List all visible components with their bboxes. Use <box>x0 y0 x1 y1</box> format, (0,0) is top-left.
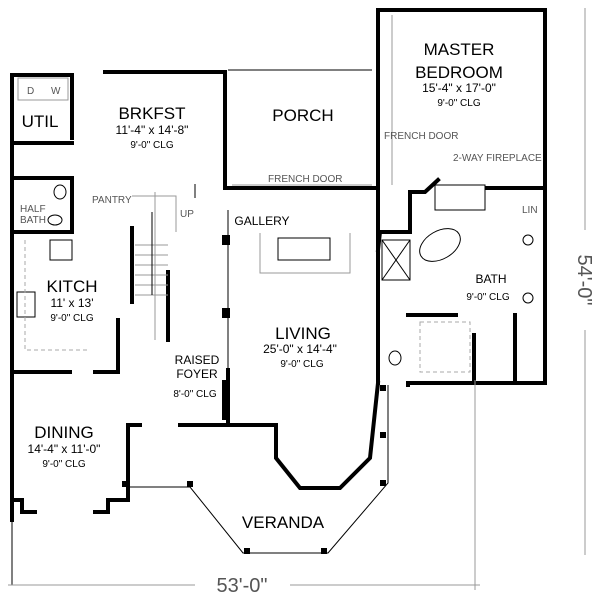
exterior-walls <box>10 8 547 522</box>
room-label-gallery: GALLERY <box>234 214 289 228</box>
thin-lines <box>132 15 393 370</box>
room-label-kitch: KITCH <box>47 277 98 296</box>
depth-dimension: 54'-0" <box>573 255 595 306</box>
half-bath-label-2: BATH <box>20 215 46 226</box>
dimension-lines <box>8 8 586 590</box>
room-label-foyer-2: FOYER <box>176 367 218 381</box>
dining-clg: 9'-0" CLG <box>42 459 85 470</box>
room-label-brkfst: BRKFST <box>118 104 185 123</box>
room-label-foyer: RAISED <box>175 353 220 367</box>
room-label-dining: DINING <box>34 423 94 442</box>
bath-clg: 9'-0" CLG <box>466 292 509 303</box>
dryer-label: D <box>27 86 34 97</box>
french-door-porch-label: FRENCH DOOR <box>268 174 342 185</box>
half-bath-label: HALF <box>20 204 46 215</box>
room-label-porch: PORCH <box>272 106 333 125</box>
fireplace <box>277 237 331 261</box>
two-way-fireplace <box>434 184 486 211</box>
stairs-up-label: UP <box>180 209 194 220</box>
room-label-master: MASTER <box>424 40 495 59</box>
room-label-living: LIVING <box>275 324 331 343</box>
half-bath-sink <box>53 184 67 200</box>
toilet <box>47 214 63 226</box>
fireplace-label: 2-WAY FIREPLACE <box>453 153 542 164</box>
master-size: 15'-4" x 17'-0" <box>422 81 496 95</box>
lin-label: LIN <box>522 205 538 216</box>
room-label-veranda: VERANDA <box>242 513 325 532</box>
width-dimension: 53'-0" <box>217 575 268 597</box>
room-label-bath: BATH <box>475 272 506 286</box>
living-size: 25'-0" x 14'-4" <box>263 342 337 356</box>
room-label-master-2: BEDROOM <box>415 63 503 82</box>
brkfst-clg: 9'-0" CLG <box>130 140 173 151</box>
pantry-label: PANTRY <box>92 195 132 206</box>
interior-walls <box>10 141 547 385</box>
washer-label: W <box>51 86 61 97</box>
kitch-size: 11' x 13' <box>50 296 93 310</box>
dining-size: 14'-4" x 11'-0" <box>28 442 101 456</box>
tub <box>419 228 461 262</box>
stairs <box>135 184 196 296</box>
fixtures <box>16 77 534 373</box>
brkfst-size: 11'-4" x 14'-8" <box>116 123 189 137</box>
veranda-outline <box>11 235 389 585</box>
foyer-clg: 8'-0" CLG <box>173 389 216 400</box>
master-clg: 9'-0" CLG <box>437 98 480 109</box>
living-clg: 9'-0" CLG <box>280 359 323 370</box>
room-label-util: UTIL <box>22 112 59 131</box>
kitch-clg: 9'-0" CLG <box>50 313 93 324</box>
french-door-master-label: FRENCH DOOR <box>384 131 458 142</box>
